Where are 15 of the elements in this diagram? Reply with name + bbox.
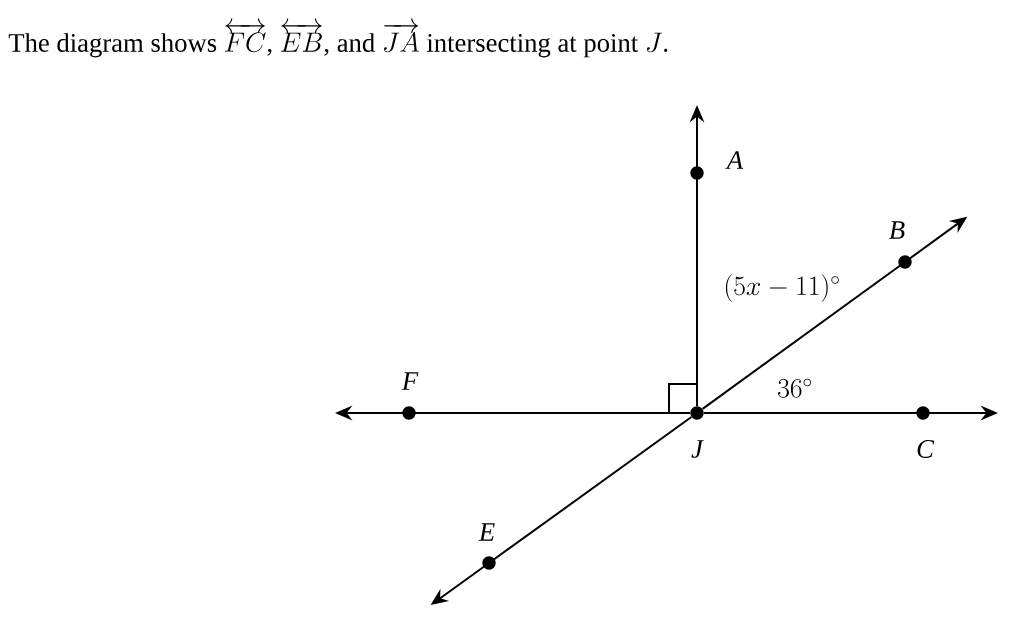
labeled-point: F: [401, 372, 419, 420]
node-label: A: [725, 151, 744, 169]
node-label: J: [691, 440, 704, 458]
labeled-point: B: [889, 221, 912, 269]
labeled-point: J: [690, 406, 704, 458]
title: $\text{The diagram shows }\overleftrightarrow{FC}\text{, }\overleftrightarrow{EB}\text{, and }\overrightarrow{JA}\text{ intersecting at point }J\text{.}$: [8, 18, 668, 58]
node-label: B: [889, 221, 905, 239]
labeled-point: A: [690, 151, 744, 180]
node-label: F: [401, 372, 419, 390]
labeled-point: E: [478, 523, 496, 570]
node-label: E: [478, 523, 495, 541]
angle-label: $36^{\circ}$: [778, 378, 812, 398]
labeled-point: C: [916, 406, 935, 458]
angle-label: $(5x - 11)^{\circ}$: [725, 274, 839, 302]
node-label: C: [917, 440, 935, 458]
